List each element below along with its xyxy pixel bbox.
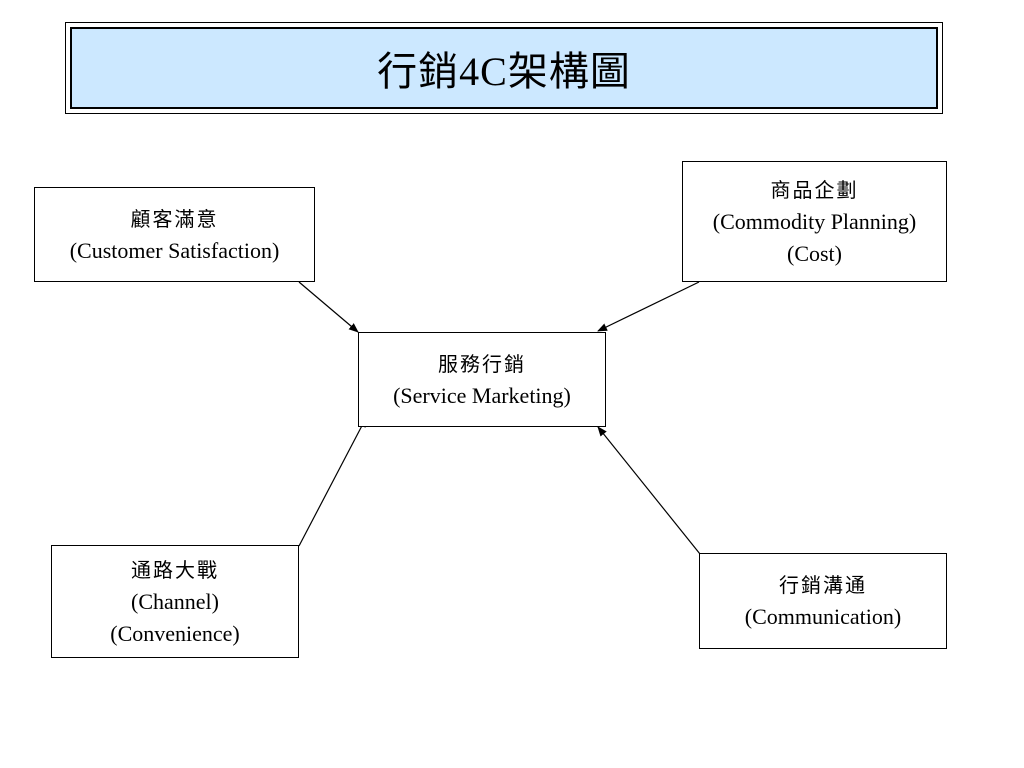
node-channel: 通路大戰 (Channel) (Convenience) [51,545,299,658]
diagram-title: 行銷4C架構圖 [377,49,631,94]
node-center-en: (Service Marketing) [393,382,571,408]
node-center-zh: 服務行銷 [438,351,526,376]
node-channel-zh: 通路大戰 [131,557,219,582]
node-communication-zh: 行銷溝通 [779,573,867,597]
node-commodity-en: (Commodity Planning) [712,208,917,234]
node-commodity-en2: (Cost) [787,240,842,266]
node-customer-satisfaction: 顧客滿意 (Customer Satisfaction) [34,187,315,282]
node-communication-en: (Communication) [744,604,902,629]
node-communication: 行銷溝通 (Communication) [699,553,947,649]
node-channel-en2: (Convenience) [110,620,240,646]
node-channel-en: (Channel) [131,588,219,614]
title-box: 行銷4C架構圖 [70,27,938,109]
node-customer-en: (Customer Satisfaction) [69,237,280,263]
node-commodity-zh: 商品企劃 [770,177,859,202]
arrow-channel-to-center [298,417,367,547]
arrow-communication-to-center [597,426,701,555]
title-frame: 行銷4C架構圖 [65,22,943,114]
node-commodity-planning: 商品企劃 (Commodity Planning) (Cost) [682,161,947,282]
node-service-marketing: 服務行銷 (Service Marketing) [358,332,606,427]
node-customer-zh: 顧客滿意 [130,206,219,231]
arrow-customer-to-center [298,281,359,333]
arrow-commodity-to-center [597,281,700,332]
